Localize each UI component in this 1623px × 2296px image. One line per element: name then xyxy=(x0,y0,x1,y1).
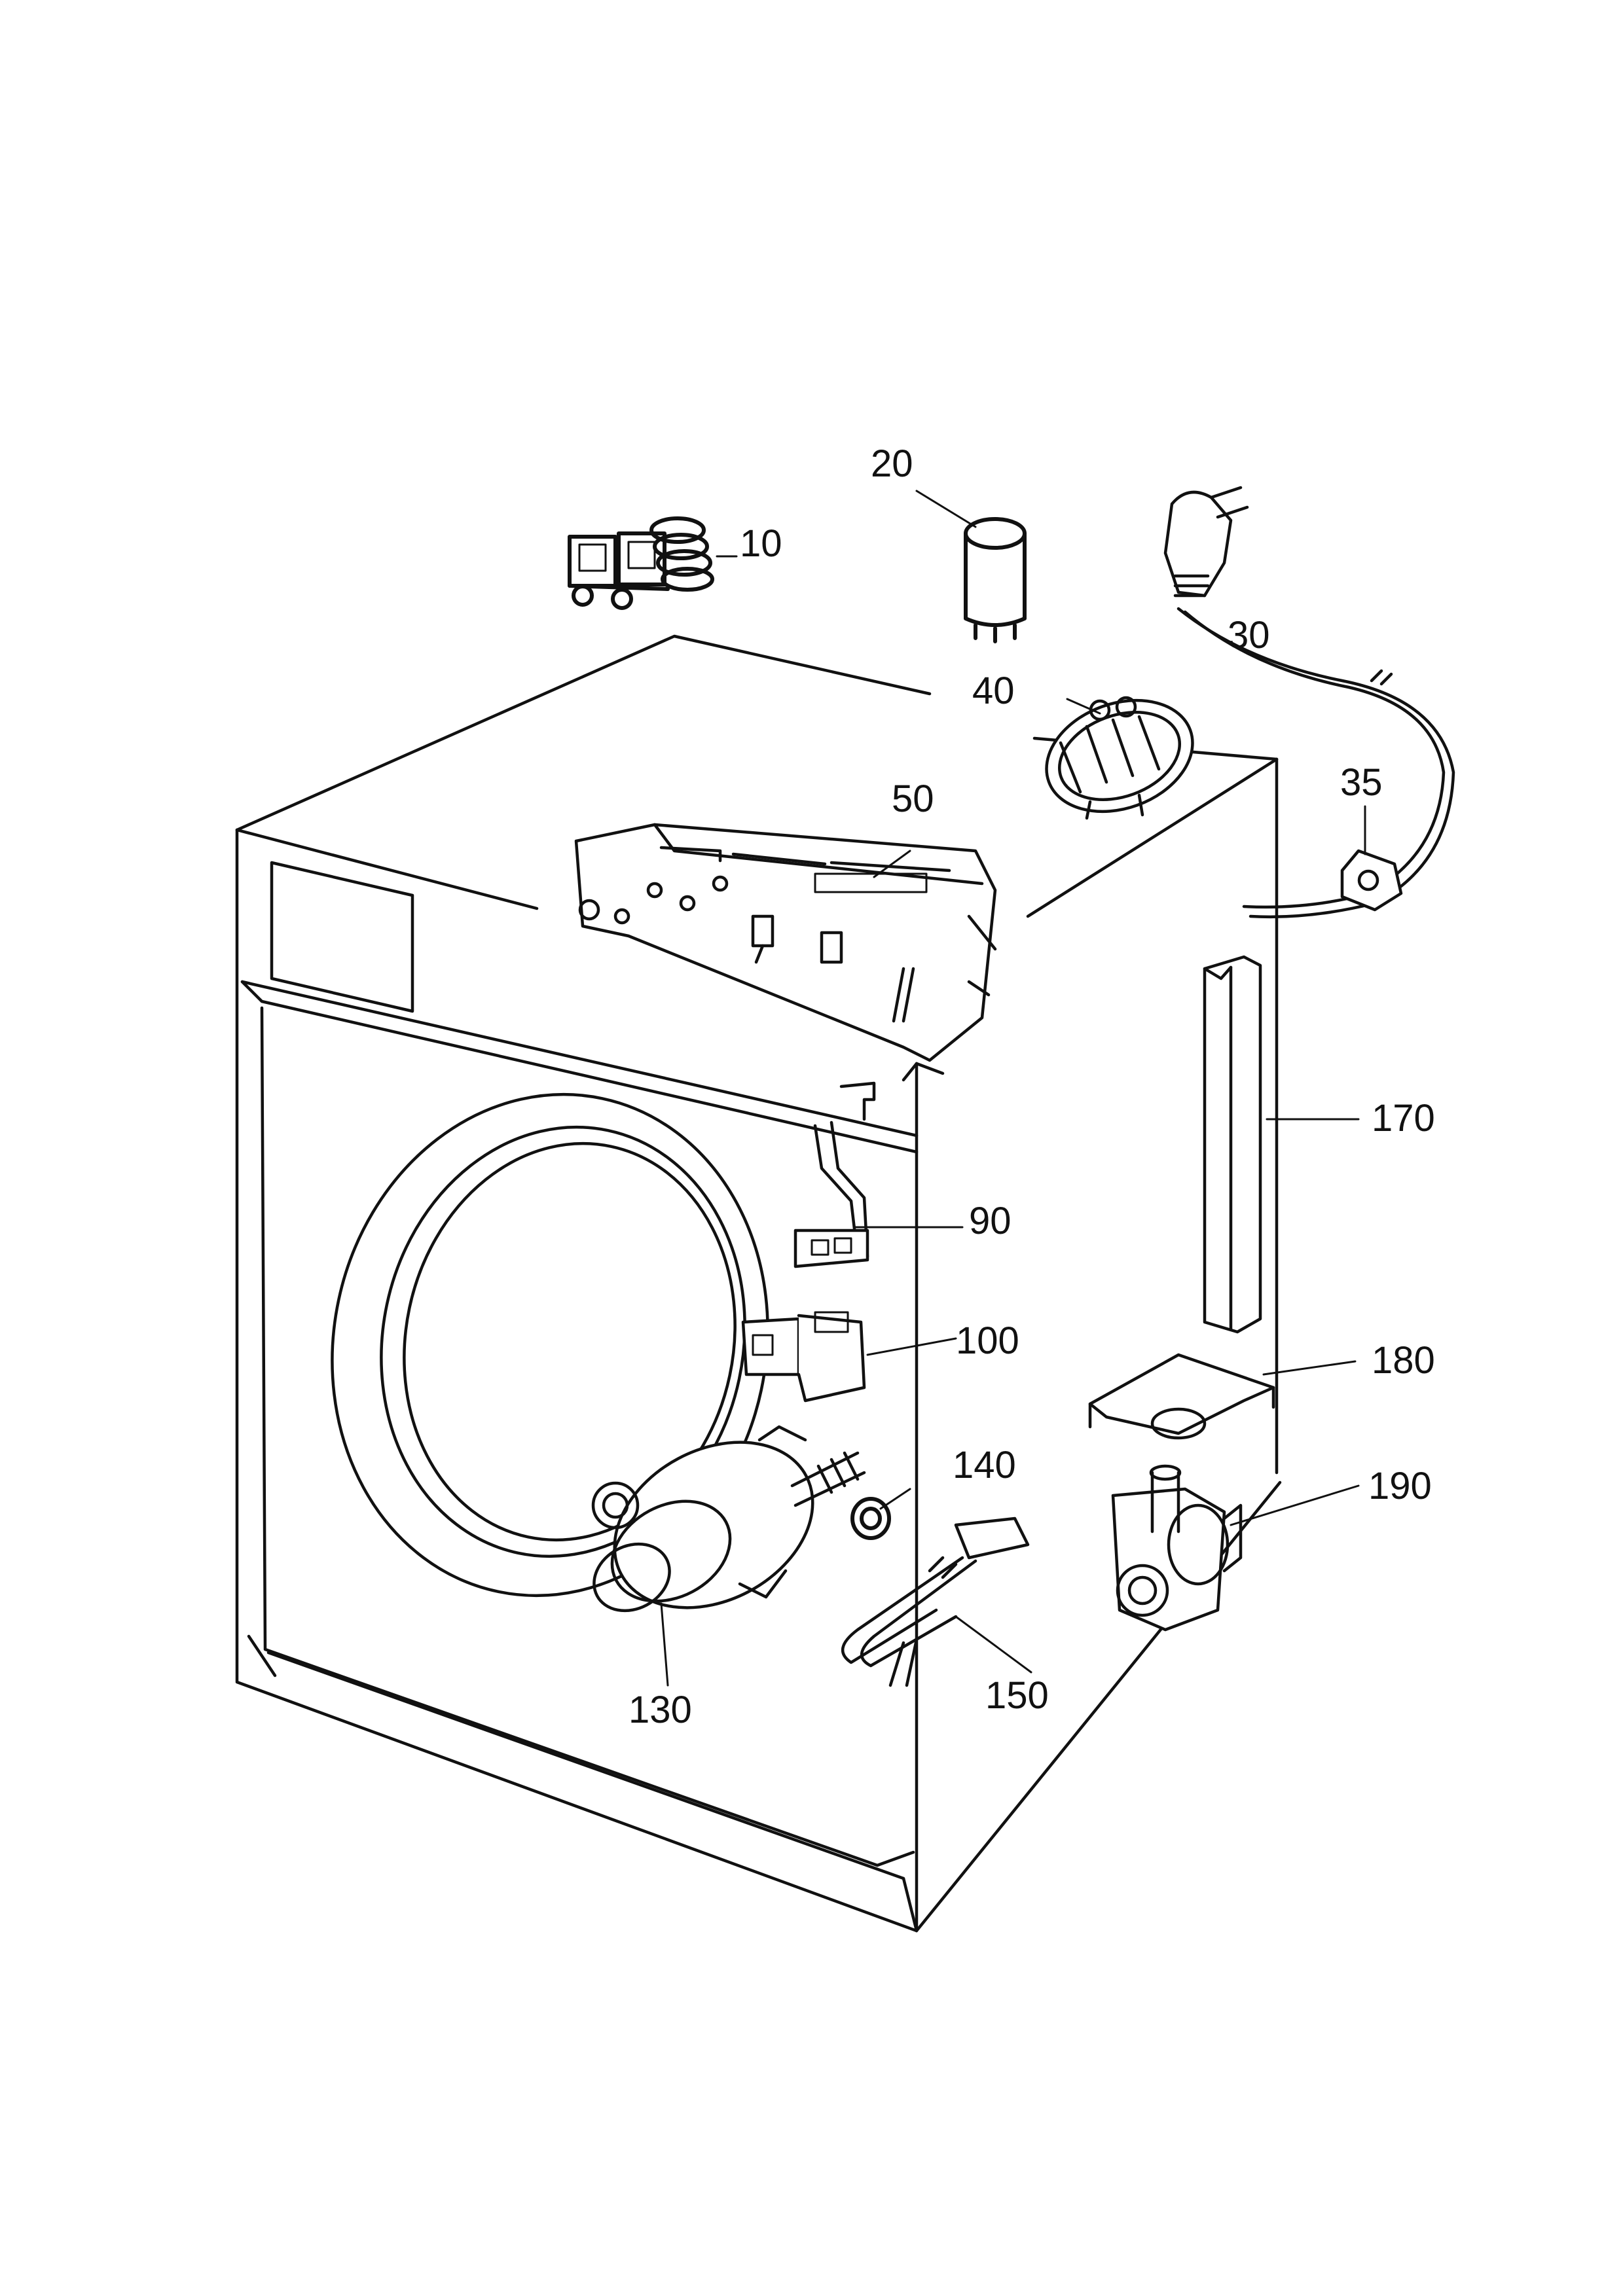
washer-cabinet xyxy=(235,634,1282,1933)
part-30-power-cord xyxy=(1163,486,1455,919)
part-150-heater-element xyxy=(841,1516,1030,1687)
door-porthole xyxy=(331,1092,769,1598)
part-190-drain-pump xyxy=(1111,1464,1243,1632)
callout-100: 100 xyxy=(956,1319,1019,1362)
part-140-suppressor xyxy=(850,1497,891,1540)
callout-90: 90 xyxy=(969,1200,1012,1242)
part-40-pressure-switch xyxy=(1045,696,1194,820)
part-180-bracket xyxy=(1088,1353,1275,1440)
callout-170: 170 xyxy=(1372,1097,1435,1139)
callout-labels: 10 20 30 35 40 50 90 100 130 140 150 170… xyxy=(629,442,1435,1731)
callout-40: 40 xyxy=(972,670,1015,712)
callout-35: 35 xyxy=(1340,761,1383,804)
callout-10: 10 xyxy=(740,522,782,565)
part-130-motor xyxy=(591,1425,866,1613)
callout-180: 180 xyxy=(1372,1339,1435,1382)
part-170-cable-channel xyxy=(1203,955,1262,1334)
callout-150: 150 xyxy=(985,1674,1049,1717)
callout-30: 30 xyxy=(1228,614,1270,656)
callout-20: 20 xyxy=(871,442,913,485)
callout-50: 50 xyxy=(892,778,934,820)
part-90-door-interlock xyxy=(793,1081,876,1268)
part-10-valve xyxy=(568,516,714,610)
callout-190: 190 xyxy=(1368,1465,1432,1507)
callout-140: 140 xyxy=(953,1444,1016,1486)
part-20-capacitor xyxy=(964,517,1027,643)
part-35-cord-clamp xyxy=(1340,849,1403,912)
leader-lines xyxy=(660,490,1366,1687)
part-50-control-board xyxy=(574,823,997,1062)
part-100-door-lock xyxy=(741,1311,866,1403)
callout-130: 130 xyxy=(629,1689,692,1731)
